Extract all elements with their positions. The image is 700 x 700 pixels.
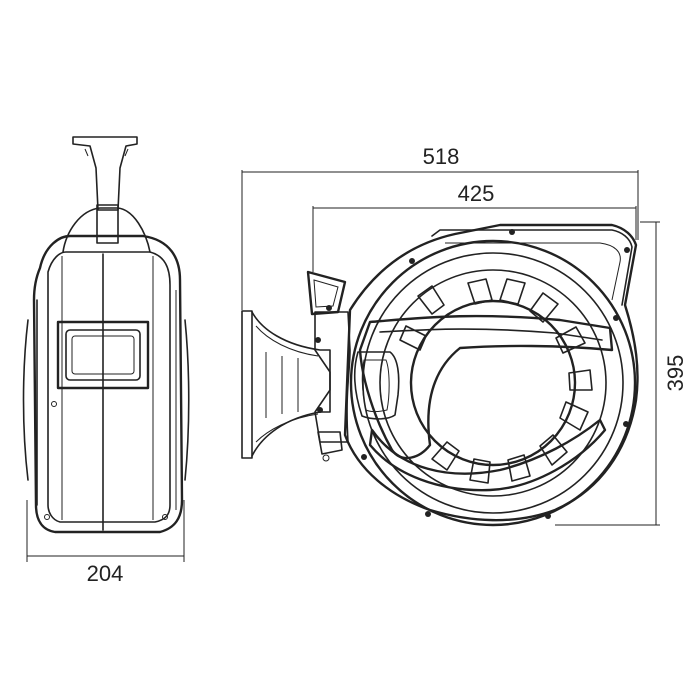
front-view-wall-plate bbox=[241, 310, 253, 459]
drum-segment bbox=[431, 441, 460, 471]
front-view-screw bbox=[509, 229, 515, 235]
side-view-head bbox=[62, 207, 151, 253]
dimension-overall-width: 518 bbox=[241, 144, 639, 310]
drum-segment bbox=[499, 278, 526, 305]
drum-segment bbox=[559, 401, 589, 431]
front-view-screw bbox=[317, 407, 323, 413]
side-view-bracket-rib bbox=[84, 148, 89, 157]
front-view-drum-track bbox=[379, 269, 607, 497]
drum-segment bbox=[529, 292, 559, 323]
front-view-drum-hub bbox=[409, 299, 577, 467]
front-view-bracket-arm-inner bbox=[255, 325, 319, 443]
side-view-window bbox=[56, 320, 150, 390]
dimension-overall-width-label: 518 bbox=[423, 144, 460, 169]
front-view-screw bbox=[409, 258, 415, 264]
front-view-screw bbox=[545, 513, 551, 519]
front-view-latch-knob bbox=[322, 454, 330, 462]
side-view-bracket-rib bbox=[124, 148, 129, 157]
side-view-mount-bracket bbox=[72, 136, 138, 211]
front-view-drum-band bbox=[358, 314, 614, 460]
dimension-height: 395 bbox=[555, 221, 688, 526]
dimension-drum-width: 425 bbox=[312, 181, 637, 272]
front-view-drum-band-inner bbox=[379, 328, 603, 341]
side-view-neck bbox=[96, 204, 119, 244]
drum-segment bbox=[555, 326, 586, 354]
front-view-screw bbox=[315, 337, 321, 343]
side-view-inner-outline bbox=[47, 251, 171, 523]
front-view-drum-segments bbox=[399, 278, 593, 484]
drum-segment bbox=[568, 369, 593, 391]
front-view-lower-latch bbox=[317, 431, 343, 455]
side-view-body-outline bbox=[32, 234, 184, 534]
front-view-hub-pocket bbox=[354, 351, 400, 420]
front-view-screw bbox=[425, 511, 431, 517]
dimension-depth: 204 bbox=[26, 500, 185, 586]
front-view-screw bbox=[623, 421, 629, 427]
front-view-top-cover bbox=[431, 229, 633, 306]
drum-segment bbox=[469, 458, 491, 484]
drum-segment bbox=[467, 278, 493, 305]
side-view-window-inner bbox=[65, 329, 141, 381]
front-view-drum-outer bbox=[349, 239, 637, 527]
drum-segment bbox=[417, 285, 445, 315]
side-view-drum-rim bbox=[22, 319, 29, 481]
side-view-screw bbox=[44, 514, 50, 520]
side-view bbox=[22, 136, 190, 534]
front-view-top-cover-edge bbox=[445, 242, 621, 301]
side-view-screw bbox=[162, 514, 168, 520]
side-view-drum-rim bbox=[184, 319, 190, 481]
dimension-height-label: 395 bbox=[663, 355, 688, 392]
side-view-screw bbox=[51, 401, 57, 407]
front-view-hose-guide bbox=[306, 270, 347, 316]
dimension-drum-width-label: 425 bbox=[458, 181, 495, 206]
dimension-depth-label: 204 bbox=[87, 561, 124, 586]
side-view-window-glass bbox=[71, 335, 135, 375]
front-view-hose-guide-inner bbox=[313, 279, 339, 308]
front-view-drum-rim bbox=[362, 252, 624, 514]
front-view-screw bbox=[624, 247, 630, 253]
front-view-hub-pocket-inner bbox=[361, 359, 390, 412]
front-view-lower-band bbox=[368, 418, 607, 492]
front-view-screw bbox=[326, 305, 332, 311]
front-view-screw bbox=[613, 315, 619, 321]
front-view-screw bbox=[361, 454, 367, 460]
front-view bbox=[241, 223, 639, 527]
drum-segment bbox=[539, 434, 568, 466]
